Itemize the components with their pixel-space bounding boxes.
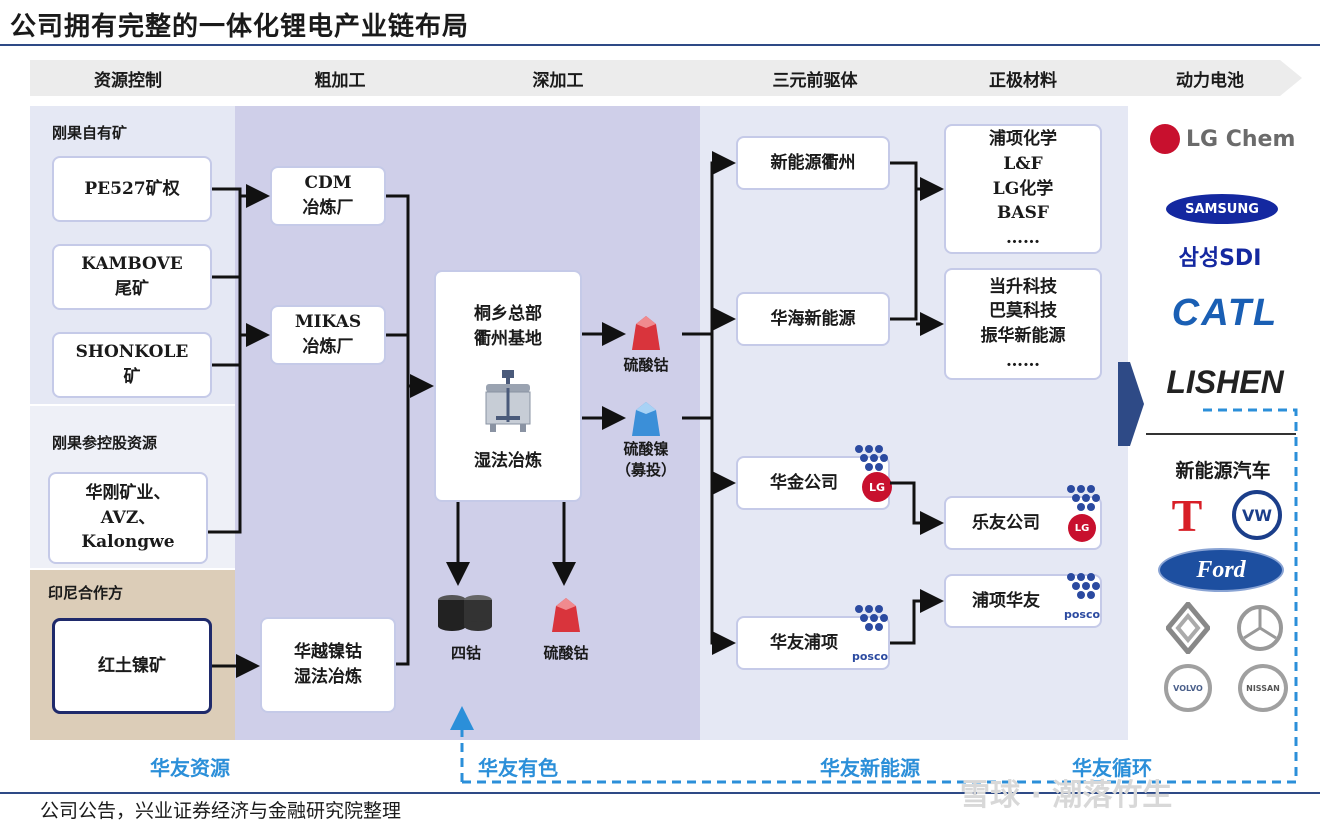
cobalt-sulfate-2-label: 硫酸钴 (543, 644, 589, 662)
resource-huagang: 华刚矿业、 AVZ、 Kalongwe (48, 472, 208, 564)
stage-rough: 粗加工 (314, 71, 366, 91)
rough-mikas: MIKAS 冶炼厂 (270, 305, 386, 365)
catl-logo: CATL (1171, 292, 1279, 334)
resource-kambove: KAMBOVE 尾矿 (52, 244, 212, 310)
volkswagen-logo: VW (1232, 490, 1282, 540)
resource-laterite-nickel: 红土镍矿 (52, 618, 212, 714)
stage-deep: 深加工 (532, 71, 584, 91)
cobalt-oxide-drums-icon (438, 595, 492, 631)
segment-huayou-recycling: 华友循环 (1072, 756, 1152, 780)
posco-dots-icon (855, 445, 888, 471)
stage-cathode: 正极材料 (989, 71, 1057, 91)
cathode-clients-domestic: 当升科技 巴莫科技 振华新能源 …… (944, 268, 1102, 380)
tesla-logo: T (1171, 489, 1203, 541)
cathode-clients-overseas: 浦项化学 L&F LG化学 BASF …… (944, 124, 1102, 254)
ford-logo: Ford (1158, 548, 1284, 592)
volvo-logo: VOLVO (1164, 664, 1212, 712)
page-title: 公司拥有完整的一体化锂电产业链布局 (10, 12, 470, 42)
stage-bar (30, 60, 1280, 96)
mercedes-logo-icon (1237, 605, 1283, 651)
posco-dots-icon-leyou (1067, 485, 1100, 511)
lg-chem-logo: LG Chem (1150, 124, 1295, 154)
source-note: 公司公告，兴业证券经济与金融研究院整理 (40, 800, 402, 822)
battery-entry-arrow (1118, 362, 1144, 446)
group-congo-stake: 刚果参控股资源 (52, 434, 158, 452)
ev-label: 新能源汽车 (1175, 460, 1271, 482)
resource-pe527: PE527矿权 (52, 156, 212, 222)
posco-dots-icon-cathode (1067, 573, 1100, 599)
nissan-logo: NISSAN (1238, 664, 1288, 712)
nickel-sulfate-label: 硫酸镍 （募投） (615, 440, 676, 479)
stage-precursor: 三元前驱体 (772, 71, 858, 91)
precursor-xinnengyuan-quzhou: 新能源衢州 (736, 136, 890, 190)
lg-logo-leyou: LG (1068, 514, 1096, 542)
posco-wordmark-cathode: posco (1064, 608, 1101, 621)
group-indonesia: 印尼合作方 (48, 584, 124, 602)
segment-huayou-nonferrous: 华友有色 (478, 756, 558, 780)
samsung-sdi-logo: 삼성SDI (1178, 246, 1262, 271)
rough-cdm: CDM 冶炼厂 (270, 166, 386, 226)
deep-process-label: 湿法冶炼 (474, 451, 542, 471)
renault-logo-icon (1166, 602, 1210, 654)
posco-wordmark-huayou: posco (852, 650, 889, 663)
cobalt-sulfate-label: 硫酸钴 (623, 356, 669, 374)
stage-battery: 动力电池 (1176, 71, 1244, 91)
bottom-rule (0, 792, 1320, 794)
cobalt-sulfate-icon (632, 316, 660, 350)
stage-bar-arrowhead (1280, 60, 1302, 96)
lg-circle-icon (1150, 124, 1180, 154)
precursor-huayou-puxiang: 华友浦项 (736, 616, 890, 670)
cobalt-oxide-label: 四钴 (450, 644, 481, 662)
lg-chem-text: LG Chem (1186, 126, 1296, 152)
lg-logo-huajin: LG (862, 472, 892, 502)
title-rule (0, 44, 1320, 46)
precursor-huahai: 华海新能源 (736, 292, 890, 346)
watermark: 雪球 · 潮落竹生 (960, 778, 1173, 813)
segment-huayou-resources: 华友资源 (150, 756, 230, 780)
deep-hq-label: 桐乡总部 衢州基地 (474, 304, 542, 349)
posco-dots-icon-puxiang (855, 605, 888, 631)
rough-huayue: 华越镍钴 湿法冶炼 (260, 617, 396, 713)
group-congo-own: 刚果自有矿 (52, 124, 128, 142)
nickel-sulfate-icon (632, 402, 660, 436)
segment-huayou-new-energy: 华友新能源 (820, 756, 920, 780)
samsung-logo: SAMSUNG (1166, 194, 1278, 224)
lishen-logo: LISHEN (1166, 364, 1284, 400)
reactor-tank-icon (485, 370, 531, 432)
resource-shonkole: SHONKOLE 矿 (52, 332, 212, 398)
stage-resource: 资源控制 (94, 71, 162, 91)
cobalt-sulfate-2-icon (552, 598, 580, 632)
